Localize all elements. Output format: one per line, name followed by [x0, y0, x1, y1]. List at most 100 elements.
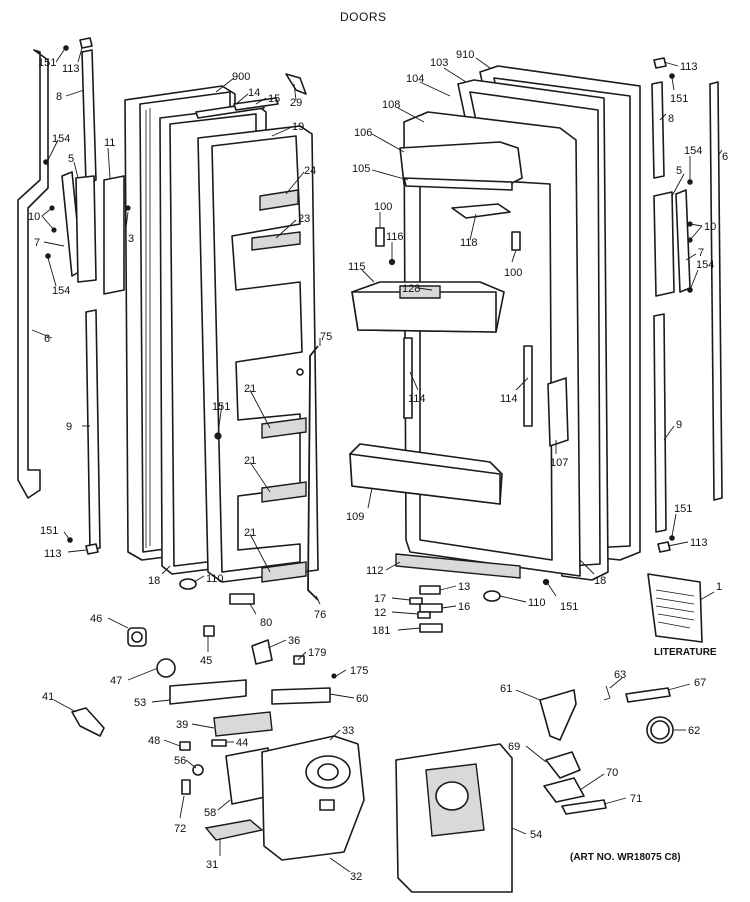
callout-12: 12 — [374, 607, 386, 619]
dairy-strip-105 — [403, 177, 513, 191]
callout-151: 151 — [212, 401, 230, 413]
trim-9-left — [85, 309, 101, 551]
callout-23: 23 — [298, 213, 310, 225]
screw-3 — [125, 205, 131, 211]
callout-16: 16 — [458, 601, 470, 613]
shelf-118 — [451, 203, 511, 219]
callout-32: 32 — [350, 871, 362, 883]
callout-labels: 151 113 8 11 154 5 3 10 7 154 6 9 151 11… — [28, 49, 728, 883]
callout-9: 9 — [676, 419, 682, 431]
callout-103: 103 — [430, 57, 448, 69]
literature-booklet — [647, 573, 703, 643]
hinge-pin-29 — [285, 73, 307, 95]
screw-151-d — [542, 578, 550, 586]
callout-118: 118 — [460, 237, 478, 249]
bin-divider-128 — [399, 285, 441, 299]
callout-114: 114 — [408, 393, 426, 405]
callout-110: 110 — [528, 597, 546, 609]
callout-154: 154 — [52, 285, 70, 297]
freezer-shelf-21a — [261, 417, 307, 439]
leader-lines — [31, 47, 723, 873]
callout-67: 67 — [694, 677, 706, 689]
callout-46: 46 — [90, 613, 102, 625]
callout-21: 21 — [244, 383, 256, 395]
callout-109: 109 — [346, 511, 364, 523]
callout-18: 18 — [594, 575, 606, 587]
callout-76: 76 — [314, 609, 326, 621]
freezer-shelf-24 — [259, 189, 299, 211]
callout-108: 108 — [382, 99, 400, 111]
callout-154: 154 — [52, 133, 70, 145]
callout-5: 5 — [676, 165, 682, 177]
callout-71: 71 — [630, 793, 642, 805]
trim-8-left — [81, 49, 97, 185]
cap-113-bottom-left — [85, 543, 99, 555]
screw-181 — [419, 623, 443, 633]
callout-18: 18 — [148, 575, 160, 587]
callout-17: 17 — [374, 593, 386, 605]
cam-110-left — [179, 578, 197, 590]
callout-33: 33 — [342, 725, 354, 737]
callout-112: 112 — [366, 565, 384, 577]
cap-113-top-left — [79, 37, 93, 49]
water-tube — [307, 345, 319, 601]
callout-100: 100 — [374, 201, 392, 213]
screw-154-a — [43, 159, 49, 165]
bushing-17 — [409, 597, 423, 605]
art-number: (ART NO. WR18075 C8) — [570, 852, 681, 863]
dispenser-parts — [71, 625, 674, 893]
callout-7: 7 — [34, 237, 40, 249]
clip-100-right — [511, 231, 521, 251]
callout-151: 151 — [40, 525, 58, 537]
freezer-door-liner — [197, 125, 319, 583]
freezer-shelf-21c — [261, 561, 307, 583]
rail-114-right — [523, 345, 533, 427]
screw-151-a — [63, 45, 69, 51]
callout-13: 13 — [458, 581, 470, 593]
trim-9-right — [653, 313, 667, 533]
callout-70: 70 — [606, 767, 618, 779]
callout-41: 41 — [42, 691, 54, 703]
screw-154-c — [687, 179, 693, 185]
callout-44: 44 — [236, 737, 248, 749]
callout-14: 14 — [248, 87, 260, 99]
callout-151: 151 — [670, 93, 688, 105]
fresh-food-door-liner — [349, 111, 581, 579]
callout-53: 53 — [134, 697, 146, 709]
callout-116: 116 — [386, 231, 404, 243]
strip-112 — [395, 553, 521, 579]
callout-128: 128 — [402, 283, 420, 295]
callout-110: 110 — [206, 573, 224, 585]
callout-107: 107 — [550, 457, 568, 469]
callout-114: 114 — [500, 393, 518, 405]
handle-5-right — [653, 191, 675, 297]
callout-100: 100 — [504, 267, 522, 279]
callout-7: 7 — [698, 247, 704, 259]
callout-36: 36 — [288, 635, 300, 647]
bracket-80 — [229, 593, 255, 605]
rail-114-left — [403, 337, 413, 419]
callout-11: 11 — [104, 137, 115, 149]
callout-48: 48 — [148, 735, 160, 747]
callout-63: 63 — [614, 669, 626, 681]
callout-75: 75 — [320, 331, 332, 343]
trim-strip-6-left — [17, 49, 49, 499]
callout-113: 113 — [62, 63, 80, 75]
callout-61: 61 — [500, 683, 512, 695]
cam-110-right — [483, 590, 501, 602]
diagram-title: DOORS — [340, 10, 387, 24]
callout-8: 8 — [56, 91, 62, 103]
callout-113: 113 — [680, 61, 698, 73]
callout-62: 62 — [688, 725, 700, 737]
callout-60: 60 — [356, 693, 368, 705]
hinge-13 — [419, 585, 441, 595]
trim-8-right — [651, 81, 665, 179]
callout-69: 69 — [508, 741, 520, 753]
callout-72: 72 — [174, 823, 186, 835]
freezer-shelf-21b — [261, 481, 307, 503]
callout-175: 175 — [350, 665, 368, 677]
callout-151: 151 — [38, 57, 56, 69]
callout-9: 9 — [66, 421, 72, 433]
